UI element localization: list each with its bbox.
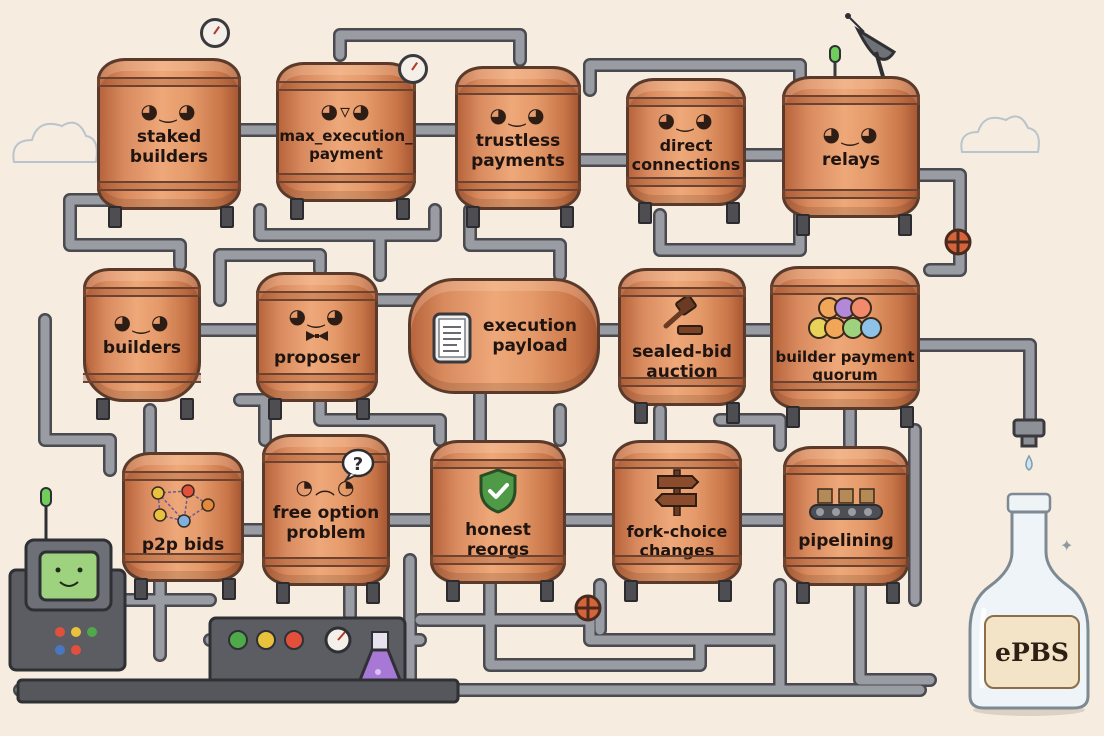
tank-leg	[466, 206, 480, 228]
tank-leg	[726, 202, 740, 224]
tank-label: direct connections	[631, 135, 741, 174]
tank-leg	[446, 580, 460, 602]
tank-builders: ◕‿◕ builders	[83, 268, 201, 402]
bow-tie-icon	[304, 330, 330, 342]
tank-pipelining: pipelining	[783, 446, 909, 586]
tank-label: pipelining	[798, 530, 894, 551]
tank-leg	[718, 580, 732, 602]
smiley-face-icon: ◕‿◕	[657, 107, 715, 132]
gavel-icon	[658, 295, 706, 336]
tank-direct-connections: ◕‿◕ direct connections	[626, 78, 746, 206]
clouds	[12, 115, 1040, 163]
tank-leg	[560, 206, 574, 228]
document-icon	[431, 311, 473, 365]
tank-execution-payload: execution payload	[408, 278, 600, 394]
indicator-light-icon	[829, 45, 841, 80]
tank-label: honest reorgs	[465, 519, 531, 560]
worried-face-icon: ◔︵◔	[295, 474, 357, 499]
tank-label: p2p bids	[141, 534, 225, 555]
tank-leg	[290, 198, 304, 220]
tank-leg	[134, 578, 148, 600]
tank-leg	[108, 206, 122, 228]
smiley-face-icon: ◕‿◕	[822, 121, 880, 146]
signpost-icon	[652, 468, 702, 516]
tank-leg	[396, 198, 410, 220]
tank-leg	[366, 582, 380, 604]
tank-leg	[898, 214, 912, 236]
bottle-label-text: ePBS	[995, 637, 1069, 667]
tank-leg	[220, 206, 234, 228]
network-nodes-icon	[148, 483, 218, 529]
tank-label: trustless payments	[471, 130, 565, 171]
tank-staked-builders: ◕‿◕ staked builders	[97, 58, 241, 210]
tank-leg	[900, 406, 914, 428]
tank-label: proposer	[273, 347, 361, 368]
tank-trustless-payments: ◕‿◕ trustless payments	[455, 66, 581, 210]
tank-label: fork-choice changes	[626, 521, 728, 560]
shield-check-icon	[478, 468, 518, 514]
tank-label: builder payment quorum	[775, 348, 915, 384]
tank-max-execution-payment: ◕▿◕ max_execution_ payment	[276, 62, 416, 202]
tank-leg	[786, 406, 800, 428]
tank-leg	[796, 582, 810, 604]
satellite-dish-icon	[845, 13, 897, 81]
tank-leg	[624, 580, 638, 602]
tank-leg	[726, 402, 740, 424]
pressure-gauge-icon	[200, 18, 230, 48]
bottle-label: ePBS	[984, 615, 1080, 689]
smiley-face-icon: ◕‿◕	[288, 303, 346, 328]
tank-honest-reorgs: honest reorgs	[430, 440, 566, 584]
tank-label: free option problem	[272, 502, 380, 543]
tank-relays: ◕‿◕ relays	[782, 76, 920, 218]
tank-leg	[540, 580, 554, 602]
faucet-icon	[1012, 418, 1046, 471]
tank-label: builders	[102, 337, 182, 358]
tank-leg	[222, 578, 236, 600]
smiley-face-icon: ◕‿◕	[140, 98, 198, 123]
tank-leg	[96, 398, 110, 420]
svg-text:?: ?	[353, 454, 363, 475]
sparkle-icon: ✦	[1060, 536, 1074, 555]
tank-fork-choice-changes: fork-choice changes	[612, 440, 742, 584]
tank-sealed-bid-auction: sealed-bid auction	[618, 268, 746, 406]
tank-label: staked builders	[129, 126, 209, 167]
tank-leg	[634, 402, 648, 424]
tank-p2p-bids: p2p bids	[122, 452, 244, 582]
smiley-face-icon: ◕‿◕	[489, 102, 547, 127]
tank-leg	[796, 214, 810, 236]
tank-builder-payment-quorum: builder payment quorum	[770, 266, 920, 410]
machine-base	[16, 678, 460, 704]
control-panel	[208, 616, 407, 690]
tank-leg	[180, 398, 194, 420]
tank-leg	[886, 582, 900, 604]
tank-label: execution payload	[483, 315, 577, 356]
control-machine	[8, 487, 127, 672]
conveyor-belt-icon	[808, 485, 884, 525]
valve-wheel-icon	[944, 228, 972, 256]
tank-label: relays	[822, 149, 880, 170]
smiley-group-icon	[805, 296, 885, 342]
tank-leg	[268, 398, 282, 420]
tank-label: max_execution_ payment	[279, 127, 413, 163]
tank-leg	[356, 398, 370, 420]
smiley-face-icon: ◕‿◕	[113, 309, 171, 334]
question-bubble-icon: ?	[340, 448, 376, 486]
tank-leg	[638, 202, 652, 224]
tank-proposer: ◕‿◕ proposer	[256, 272, 378, 402]
pressure-gauge-icon	[398, 54, 428, 84]
tank-leg	[276, 582, 290, 604]
tank-label: sealed-bid auction	[632, 341, 732, 382]
smiley-face-icon: ◕▿◕	[320, 99, 372, 123]
valve-wheel-icon	[574, 594, 602, 622]
